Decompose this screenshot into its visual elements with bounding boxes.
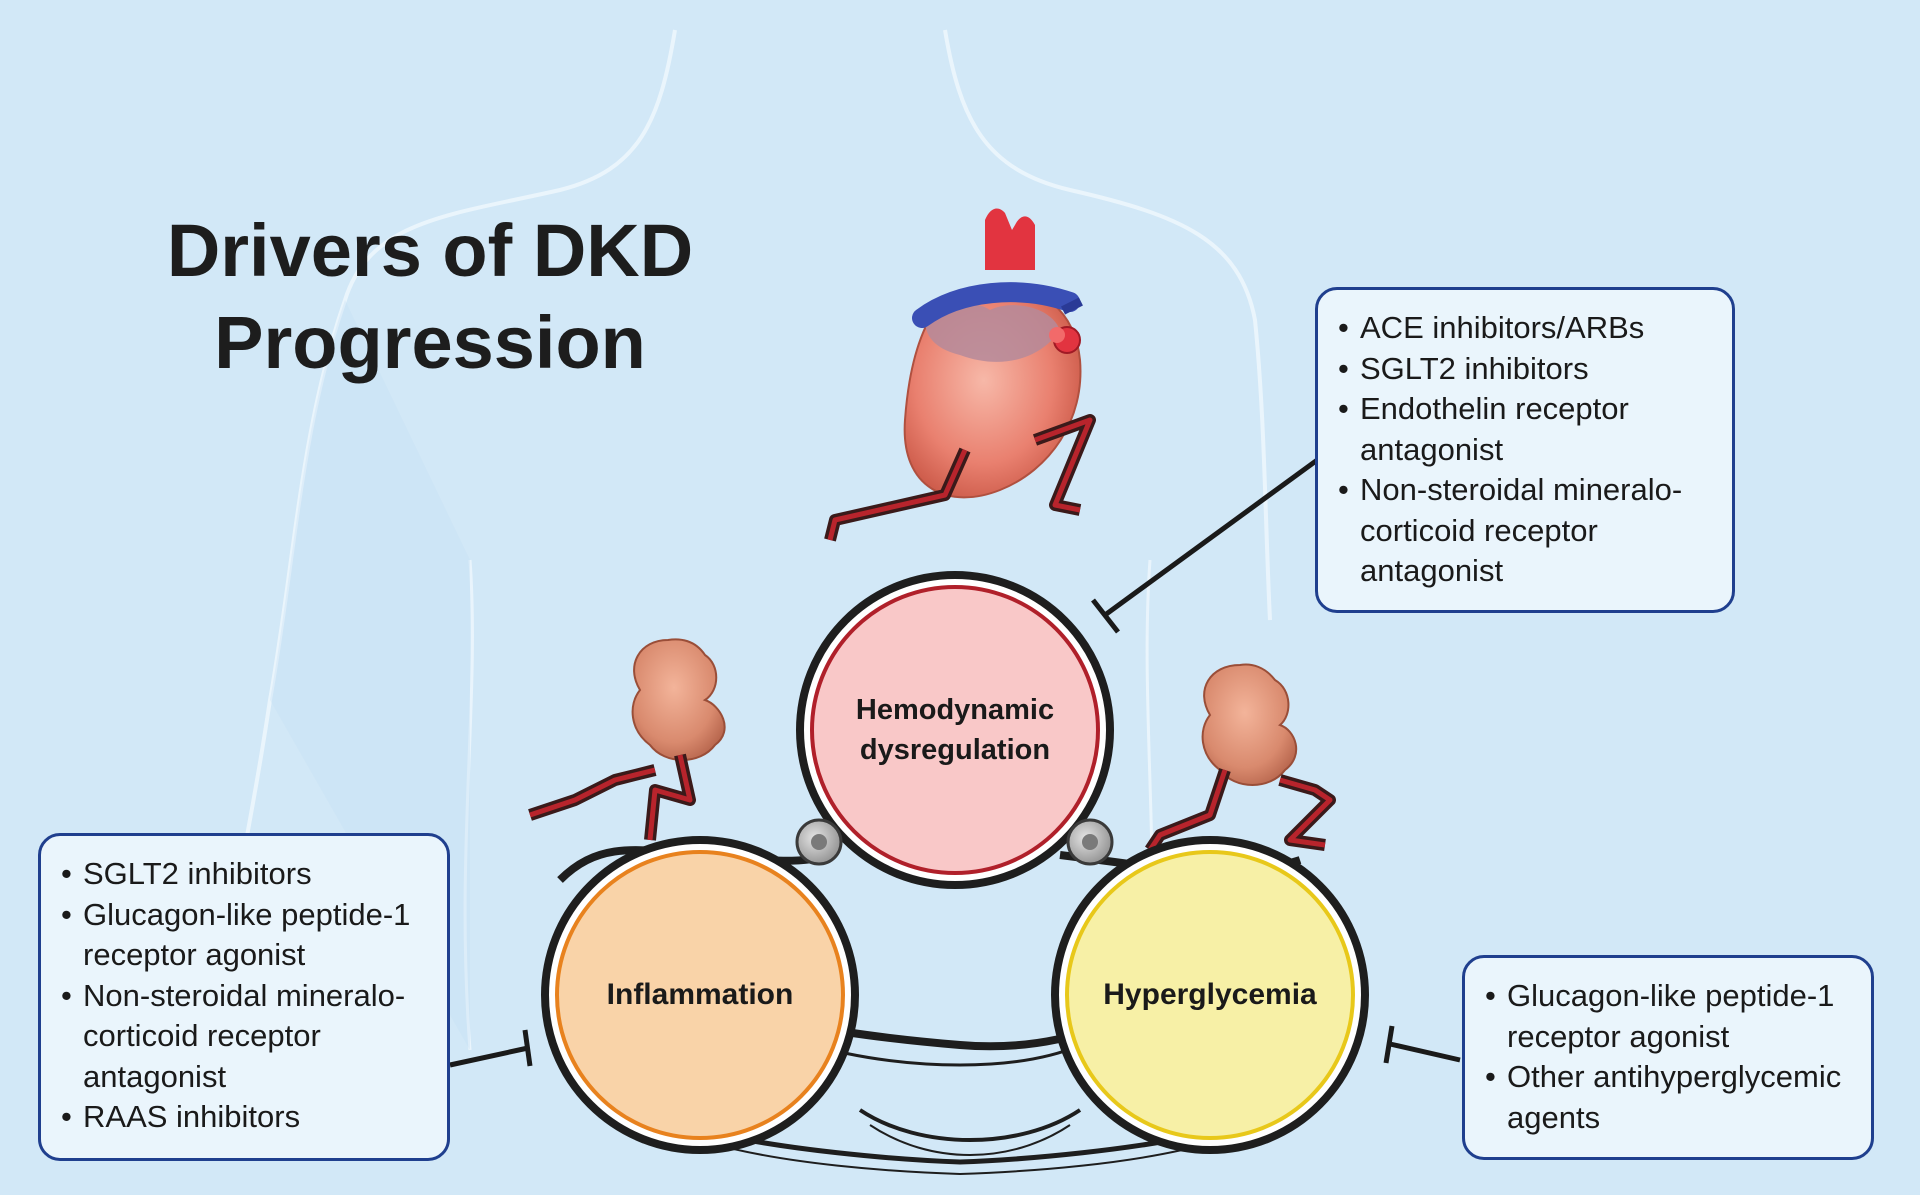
list-item: SGLT2 inhibitors bbox=[1336, 349, 1714, 390]
hyperglycemia-wheel bbox=[1051, 836, 1369, 1154]
list-item: ACE inhibitors/ARBs bbox=[1336, 308, 1714, 349]
list-item: RAAS inhibitors bbox=[59, 1097, 429, 1138]
list-item: Glucagon-like peptide-1 receptor agonist bbox=[59, 895, 429, 976]
kidney-icon bbox=[528, 638, 726, 841]
inflammation-treatments-list: SGLT2 inhibitors Glucagon-like peptide-1… bbox=[59, 854, 429, 1138]
list-item: Other antihyperglycemic agents bbox=[1483, 1057, 1853, 1138]
kidney-icon bbox=[1145, 663, 1336, 854]
inhibition-icon bbox=[1091, 455, 1322, 634]
pulley-icon bbox=[795, 818, 843, 866]
page-title: Drivers of DKD Progression bbox=[120, 205, 740, 389]
hemodynamic-wheel bbox=[796, 571, 1114, 889]
list-item: Endothelin receptor antagonist bbox=[1336, 389, 1714, 470]
title-line-2: Progression bbox=[214, 301, 646, 384]
hemodynamic-treatments-list: ACE inhibitors/ARBs SGLT2 inhibitors End… bbox=[1336, 308, 1714, 592]
hemodynamic-label-line-2: dysregulation bbox=[859, 734, 1051, 766]
inflammation-treatments-box: SGLT2 inhibitors Glucagon-like peptide-1… bbox=[38, 833, 450, 1161]
hemodynamic-label-line-1: Hemodynamic bbox=[855, 694, 1055, 726]
hyperglycemia-label: Hyperglycemia bbox=[1103, 978, 1317, 1011]
inhibition-icon bbox=[449, 1029, 533, 1068]
hyperglycemia-treatments-list: Glucagon-like peptide-1 receptor agonist… bbox=[1483, 976, 1853, 1138]
inflammation-wheel bbox=[541, 836, 859, 1154]
list-item: SGLT2 inhibitors bbox=[59, 854, 429, 895]
list-item: Non-steroidal mineralo-corticoid recepto… bbox=[59, 976, 429, 1098]
list-item: Glucagon-like peptide-1 receptor agonist bbox=[1483, 976, 1853, 1057]
inflammation-label: Inflammation bbox=[606, 978, 794, 1011]
list-item: Non-steroidal mineralo-corticoid recepto… bbox=[1336, 470, 1714, 592]
inhibition-icon bbox=[1383, 1025, 1461, 1064]
title-line-1: Drivers of DKD bbox=[166, 209, 694, 292]
hemodynamic-label: Hemodynamic dysregulation bbox=[815, 670, 1095, 790]
heart-icon bbox=[824, 208, 1096, 542]
pulley-icon bbox=[1066, 818, 1114, 866]
hemodynamic-treatments-box: ACE inhibitors/ARBs SGLT2 inhibitors End… bbox=[1315, 287, 1735, 613]
hyperglycemia-treatments-box: Glucagon-like peptide-1 receptor agonist… bbox=[1462, 955, 1874, 1160]
